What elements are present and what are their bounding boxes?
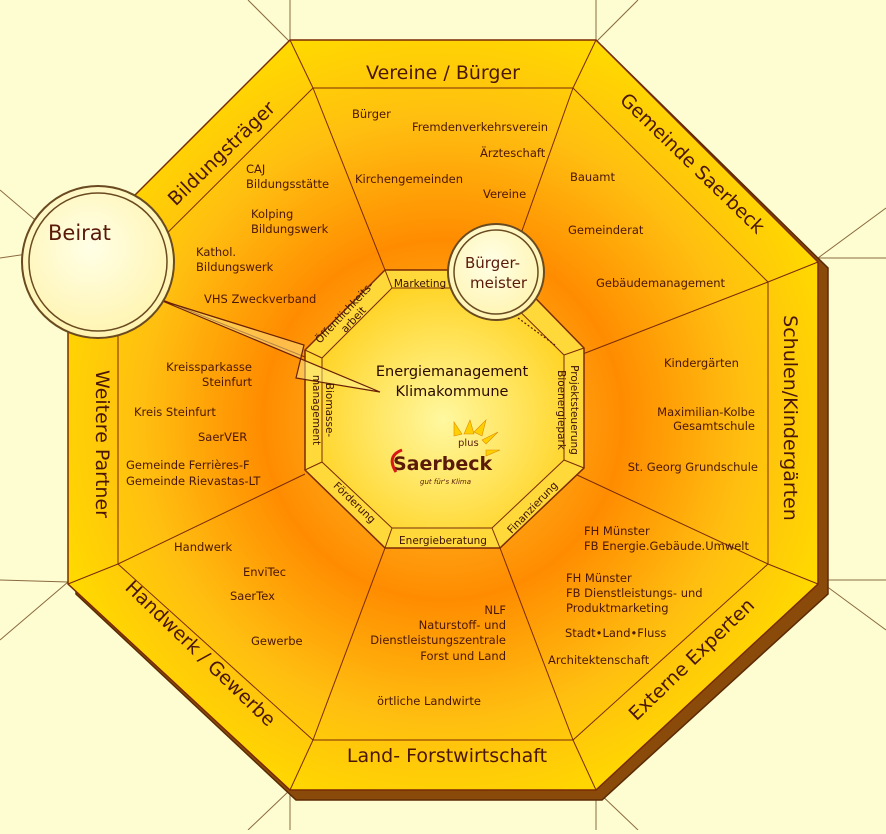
beirat-label: Beirat <box>48 221 111 245</box>
item-stadt-land-fluss: Stadt•Land•Fluss <box>565 626 666 640</box>
item-envitec: EnviTec <box>243 565 286 579</box>
logo-swoosh <box>390 448 403 473</box>
item-vhs: VHS Zweckverband <box>204 292 316 306</box>
item-architektenschaft: Architektenschaft <box>548 653 650 667</box>
item-ferrieres: Gemeinde Ferrières-F <box>126 458 250 472</box>
item-kindergaerten: Kindergärten <box>664 356 739 370</box>
item-gewerbe: Gewerbe <box>251 634 303 648</box>
item-aerzteschaft: Ärzteschaft <box>480 145 546 160</box>
buergermeister-label-2: meister <box>470 274 528 292</box>
inner-biomasse-1: Biomasse- <box>323 383 335 438</box>
item-naturstoff: Naturstoff- und <box>419 618 506 632</box>
item-saerver: SaerVER <box>198 430 247 444</box>
item-fh-muenster-2: FH Münster <box>566 571 632 585</box>
item-fremdenverkehrsverein: Fremdenverkehrsverein <box>412 120 548 134</box>
beirat-circle-ring <box>28 192 168 332</box>
item-oertliche-landwirte: örtliche Landwirte <box>377 694 481 708</box>
item-maximilian-kolbe: Maximilian-Kolbe <box>657 405 755 419</box>
inner-bioenergiepark: Bioenergiepark <box>555 370 567 451</box>
inner-energieberatung: Energieberatung <box>399 535 487 547</box>
item-nlf: NLF <box>484 603 506 617</box>
item-forst-und-land: Forst und Land <box>420 649 506 663</box>
item-dienstleistungszentrale: Dienstleistungszentrale <box>370 633 506 647</box>
saerbeck-logo: plus Saerbeck gut für's Klima <box>390 419 501 486</box>
buergermeister-circle-ring <box>453 229 539 315</box>
item-gesamtschule: Gesamtschule <box>673 419 755 433</box>
item-saertex: SaerTex <box>230 589 275 603</box>
item-bildungswerk-2: Bildungswerk <box>196 260 274 274</box>
item-buerger: Bürger <box>352 107 391 121</box>
item-kathol: Kathol. <box>196 245 236 259</box>
center-title-1: Energiemanagement <box>376 364 529 380</box>
inner-projektsteuerung: Projektsteuerung <box>568 365 580 455</box>
logo-plus: plus <box>458 438 479 449</box>
center-title-2: Klimakommune <box>396 384 509 400</box>
item-kolping: Kolping <box>251 207 293 221</box>
item-fb-energie: FB Energie.Gebäude.Umwelt <box>584 539 749 553</box>
buergermeister-label-1: Bürger- <box>465 254 520 272</box>
item-bildungswerk-1: Bildungswerk <box>251 222 329 236</box>
beirat-circle[interactable] <box>21 185 175 339</box>
center-octagon <box>321 287 565 529</box>
buergermeister-circle[interactable] <box>447 223 545 321</box>
sector-label-partner: Weitere Partner <box>91 370 113 518</box>
item-gemeinderat: Gemeinderat <box>568 223 644 237</box>
item-bildungsstaette: Bildungsstätte <box>246 177 329 191</box>
beirat-arrow <box>159 299 381 393</box>
inner-biomasse-2: management <box>310 375 322 445</box>
item-kirchengemeinden: Kirchengemeinden <box>355 172 463 186</box>
sun-rays <box>453 419 501 457</box>
item-kreissparkasse: Kreissparkasse <box>166 360 252 374</box>
item-st-georg: St. Georg Grundschule <box>628 460 758 474</box>
sector-label-schulen: Schulen/Kindergärten <box>779 315 801 521</box>
sector-label-land: Land- Forstwirtschaft <box>347 745 547 767</box>
item-handwerk: Handwerk <box>174 540 232 554</box>
logo-wordmark: Saerbeck <box>393 453 493 475</box>
item-fh-muenster-1: FH Münster <box>584 524 650 538</box>
item-kreis-steinfurt: Kreis Steinfurt <box>134 405 216 419</box>
item-gebaeudemanagement: Gebäudemanagement <box>596 276 726 290</box>
sector-label-vereine: Vereine / Bürger <box>366 62 520 84</box>
item-vereine: Vereine <box>483 187 526 201</box>
item-fb-dienstleistungs: FB Dienstleistungs- und <box>566 586 703 600</box>
item-rievastas: Gemeinde Rievastas-LT <box>126 474 261 488</box>
inner-marketing: Marketing <box>394 278 446 290</box>
item-bauamt: Bauamt <box>570 170 615 184</box>
logo-slogan: gut für's Klima <box>420 478 471 486</box>
item-caj: CAJ <box>246 162 265 176</box>
item-steinfurt: Steinfurt <box>202 375 252 389</box>
item-produktmarketing: Produktmarketing <box>566 601 669 615</box>
